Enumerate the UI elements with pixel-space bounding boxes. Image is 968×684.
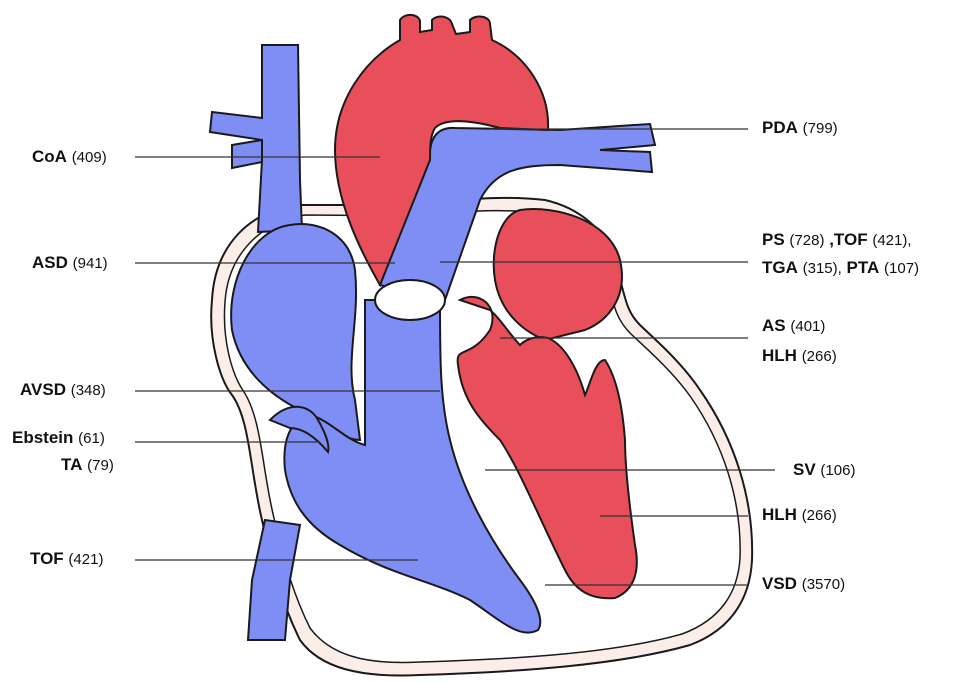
- label-tof-left-count: (421): [68, 551, 103, 568]
- label-ps-count: (728): [789, 232, 824, 249]
- label-ta: TA (79): [61, 455, 114, 476]
- label-pda-count: (799): [803, 120, 838, 137]
- label-hlh-top: HLH (266): [762, 346, 837, 367]
- label-asd-name: ASD: [32, 253, 68, 272]
- label-asd: ASD (941): [32, 253, 108, 274]
- label-pta-count: (107): [884, 260, 919, 277]
- label-tga-name: TGA: [762, 258, 798, 277]
- label-avsd: AVSD (348): [20, 380, 106, 401]
- label-pda-name: PDA: [762, 118, 798, 137]
- label-vsd-count: (3570): [802, 576, 845, 593]
- label-hlh-top-name: HLH: [762, 346, 797, 365]
- label-hlh-bottom-count: (266): [802, 507, 837, 524]
- label-tga-pta: TGA (315), PTA (107): [762, 258, 919, 279]
- pulmonary-valve: [375, 280, 445, 320]
- label-ebstein: Ebstein (61): [12, 428, 105, 449]
- label-ta-name: TA: [61, 455, 82, 474]
- left-vessel-branch: [232, 140, 262, 168]
- label-coa: CoA (409): [32, 147, 107, 168]
- label-hlh-top-count: (266): [802, 348, 837, 365]
- label-tga-count: (315),: [803, 260, 842, 277]
- label-avsd-count: (348): [71, 382, 106, 399]
- label-as-name: AS: [762, 316, 786, 335]
- label-hlh-bottom: HLH (266): [762, 505, 837, 526]
- label-asd-count: (941): [73, 255, 108, 272]
- label-pta-name: PTA: [847, 258, 880, 277]
- label-tof-left-name: TOF: [30, 549, 64, 568]
- label-ebstein-count: (61): [78, 430, 105, 447]
- label-avsd-name: AVSD: [20, 380, 66, 399]
- label-ps-tof: PS (728) ,TOF (421),: [762, 230, 912, 251]
- label-vsd: VSD (3570): [762, 574, 845, 595]
- label-ebstein-name: Ebstein: [12, 428, 73, 447]
- superior-vena-cava: [210, 45, 302, 232]
- label-sv-name: SV: [793, 460, 816, 479]
- label-coa-name: CoA: [32, 147, 67, 166]
- label-sv: SV (106): [793, 460, 855, 481]
- label-vsd-name: VSD: [762, 574, 797, 593]
- label-ps-name: PS: [762, 230, 785, 249]
- label-coa-count: (409): [72, 149, 107, 166]
- label-tof-right-count: (421),: [872, 232, 911, 249]
- label-hlh-bottom-name: HLH: [762, 505, 797, 524]
- label-ta-count: (79): [87, 457, 114, 474]
- label-as: AS (401): [762, 316, 825, 337]
- label-tof-right-name: ,TOF: [829, 230, 867, 249]
- label-pda: PDA (799): [762, 118, 838, 139]
- label-as-count: (401): [790, 318, 825, 335]
- label-sv-count: (106): [820, 462, 855, 479]
- label-tof-left: TOF (421): [30, 549, 103, 570]
